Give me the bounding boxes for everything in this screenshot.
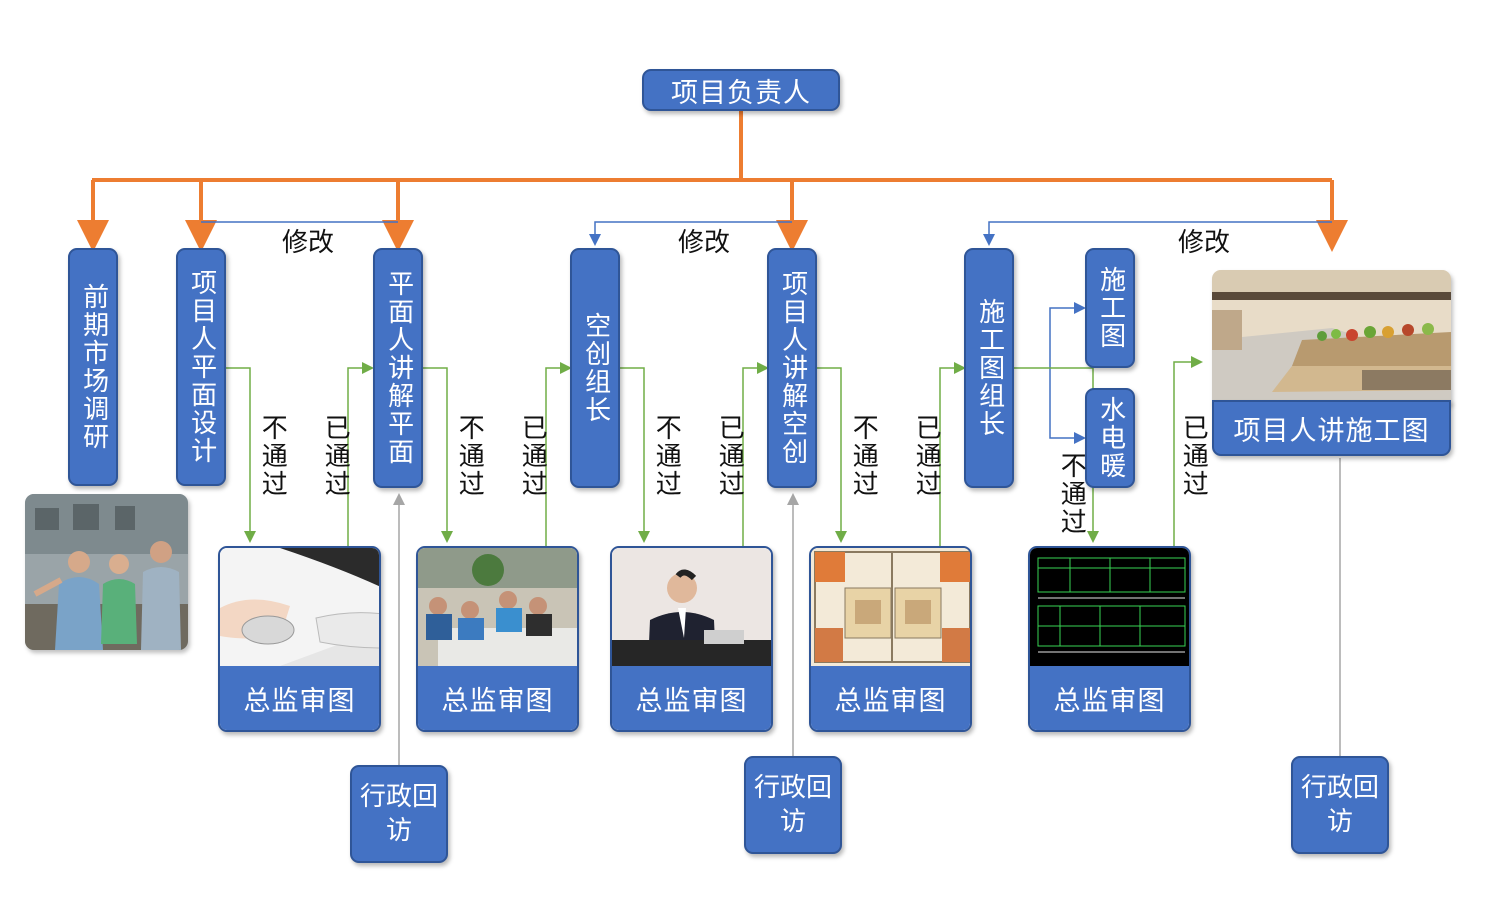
review-card-2: 总监审图 — [416, 546, 579, 732]
presenter-illustration — [612, 548, 771, 666]
review-out-3 — [620, 367, 650, 543]
photo-cad-drawing — [1030, 548, 1189, 666]
visit-connectors — [393, 458, 1341, 765]
floor-plan-illustration — [811, 548, 970, 666]
market-research-illustration — [25, 494, 188, 650]
review-card-4: 总监审图 — [809, 546, 972, 732]
review-card-label: 总监审图 — [220, 666, 379, 730]
review-back-2 — [545, 362, 572, 546]
fail-label-1: 不通过 — [257, 414, 288, 498]
stage-space-lead: 空创组长 — [570, 248, 620, 488]
review-card-5: 总监审图 — [1028, 546, 1191, 732]
stage-label: 施工图 — [1095, 266, 1126, 350]
stage-label: 前期市场调研 — [78, 283, 109, 451]
pass-label-4: 已通过 — [911, 414, 942, 498]
stage-label: 项目人讲解空创 — [777, 270, 808, 466]
stage-utilities: 水电暖 — [1085, 388, 1135, 488]
admin-visit-1: 行政回访 — [350, 765, 448, 863]
revise-label-3: 修改 — [1178, 228, 1231, 258]
stage-construction-lead: 施工图组长 — [964, 248, 1014, 488]
revise-connectors — [201, 221, 1332, 444]
review-connectors — [226, 356, 1203, 546]
stage-construction-drawing: 施工图 — [1085, 248, 1135, 368]
review-back-5 — [1173, 356, 1203, 546]
revise-loop-2 — [589, 221, 792, 246]
final-stage-label: 项目人讲施工图 — [1233, 415, 1430, 447]
admin-visit-2: 行政回访 — [744, 756, 842, 854]
pass-label-2: 已通过 — [517, 414, 548, 498]
review-back-4 — [939, 362, 966, 546]
photo-computer-mouse — [220, 548, 379, 666]
pass-label-3: 已通过 — [714, 414, 745, 498]
admin-visit-label: 行政回访 — [754, 773, 833, 837]
branch-to-construction-drawing — [1049, 302, 1086, 368]
branch-to-utilities — [1049, 368, 1086, 444]
stage-label: 平面人讲解平面 — [383, 270, 414, 466]
review-card-1: 总监审图 — [218, 546, 381, 732]
admin-visit-label: 行政回访 — [1301, 773, 1380, 837]
stage-market-research: 前期市场调研 — [68, 248, 118, 486]
review-card-3: 总监审图 — [610, 546, 773, 732]
admin-visit-label: 行政回访 — [360, 782, 439, 846]
stage-label: 项目人平面设计 — [186, 269, 217, 465]
photo-presenter — [612, 548, 771, 666]
revise-label-2: 修改 — [678, 228, 731, 258]
cad-drawing-illustration — [1030, 548, 1189, 666]
final-stage-box: 项目人讲施工图 — [1212, 400, 1451, 456]
pass-label-5: 已通过 — [1178, 414, 1209, 498]
revise-loop-3 — [983, 221, 1332, 246]
revise-label-1: 修改 — [282, 228, 335, 258]
review-out-1 — [226, 367, 256, 543]
review-back-3 — [742, 362, 769, 546]
admin-visit-3: 行政回访 — [1291, 756, 1389, 854]
review-card-label: 总监审图 — [418, 666, 577, 730]
hierarchy-connectors — [77, 111, 1348, 252]
root-label: 项目负责人 — [671, 77, 811, 109]
review-back-1 — [347, 362, 374, 546]
review-card-label: 总监审图 — [1030, 666, 1189, 730]
review-out-4 — [817, 367, 847, 543]
stage-label: 水电暖 — [1095, 396, 1126, 480]
team-meeting-illustration — [418, 548, 577, 666]
stage-label: 空创组长 — [580, 312, 611, 424]
photo-market-research — [25, 494, 188, 650]
review-card-label: 总监审图 — [811, 666, 970, 730]
fail-label-3: 不通过 — [651, 414, 682, 498]
photo-floor-plan — [811, 548, 970, 666]
computer-mouse-illustration — [220, 548, 379, 666]
pass-label-1: 已通过 — [320, 414, 351, 498]
photo-team-meeting — [418, 548, 577, 666]
fail-label-2: 不通过 — [454, 414, 485, 498]
stage-plan-design: 项目人平面设计 — [176, 248, 226, 486]
stage-plan-explain: 平面人讲解平面 — [373, 248, 423, 488]
fail-label-4: 不通过 — [848, 414, 879, 498]
stage-label: 施工图组长 — [974, 298, 1005, 438]
root-box: 项目负责人 — [642, 69, 840, 111]
review-out-2 — [423, 367, 453, 543]
supermarket-illustration — [1212, 270, 1451, 404]
stage-space-explain: 项目人讲解空创 — [767, 248, 817, 488]
photo-supermarket-interior — [1212, 270, 1451, 404]
review-card-label: 总监审图 — [612, 666, 771, 730]
fail-label-5: 不通过 — [1056, 452, 1087, 536]
